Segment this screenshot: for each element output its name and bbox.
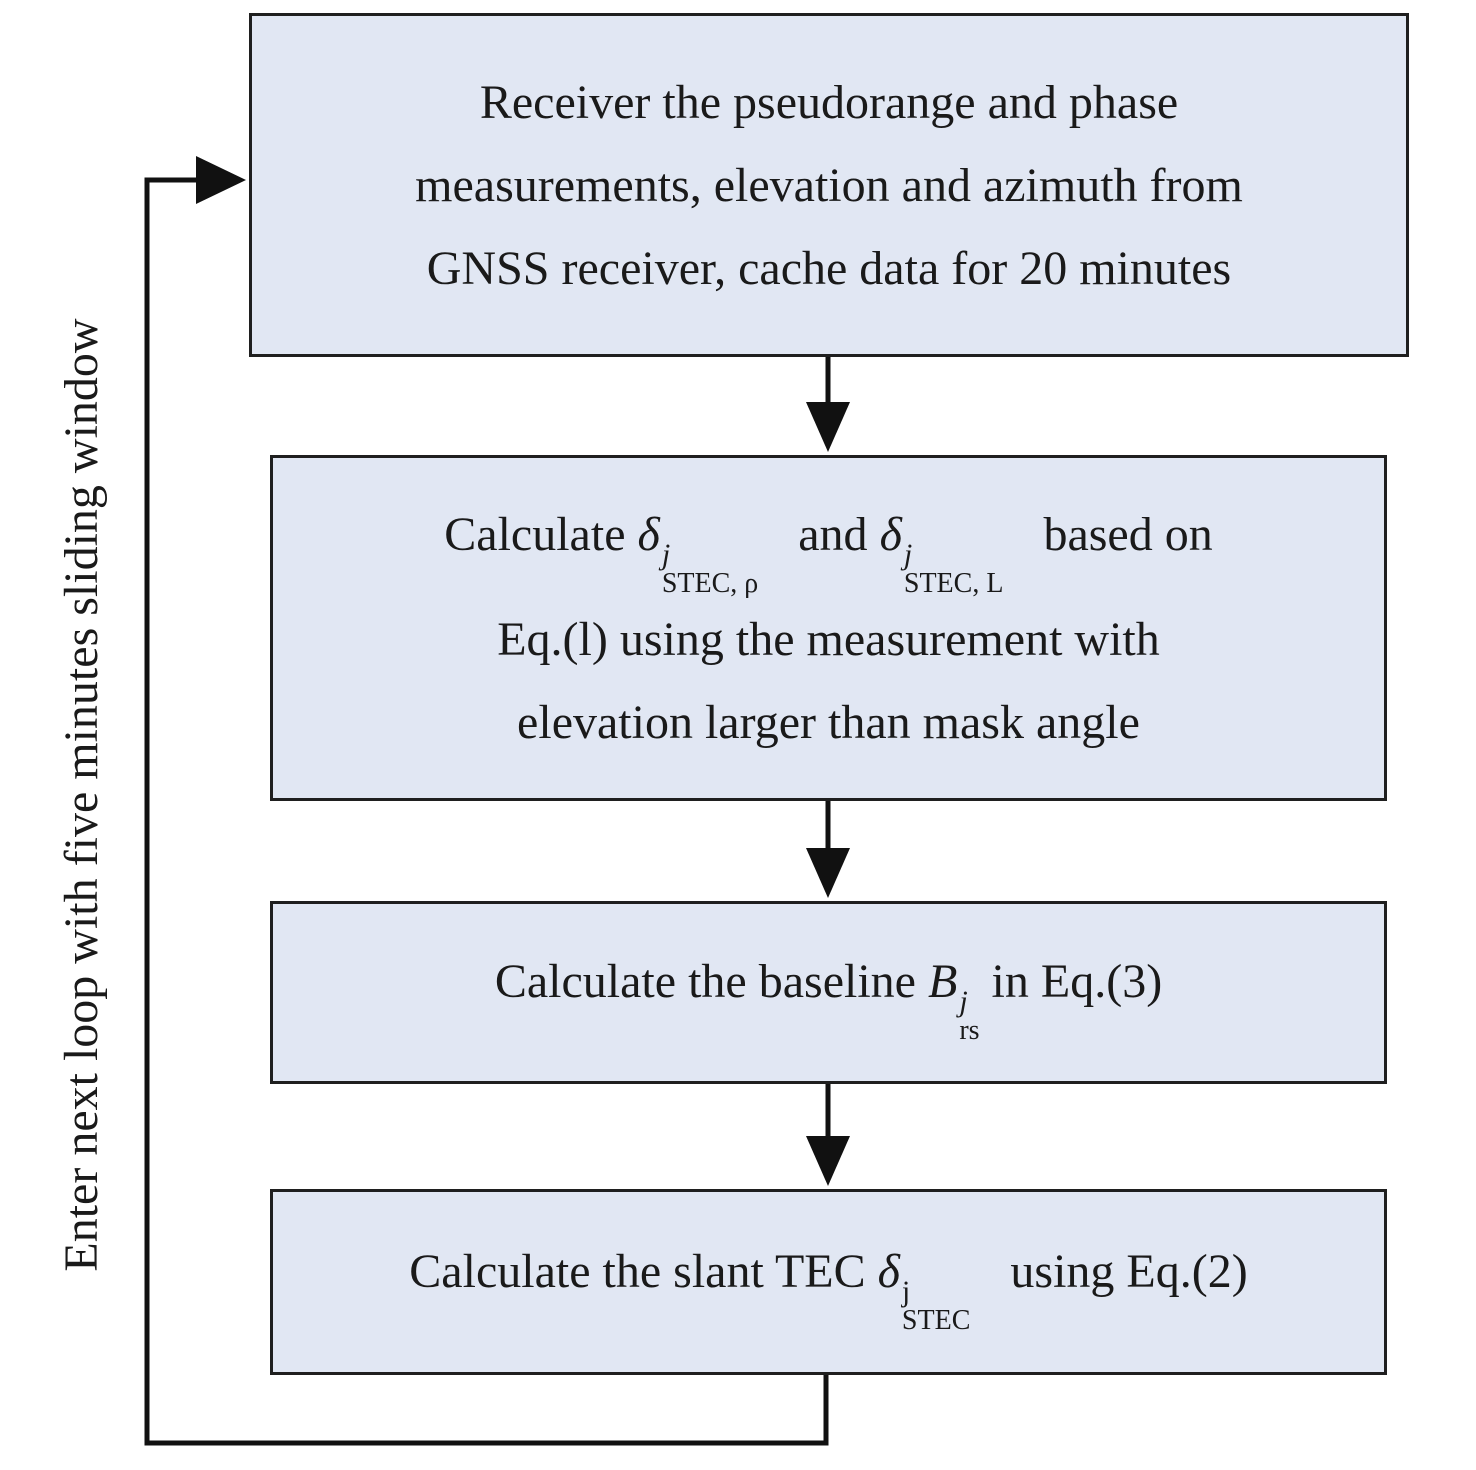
loop-label: Enter next loop with five minutes slidin… <box>55 318 108 1272</box>
arrowhead-down-1 <box>806 402 850 452</box>
arrowhead-right-loop <box>196 156 246 204</box>
step3-pre-text: Calculate the baseline <box>494 955 916 1008</box>
step2-line2: Eq.(l) using the measurement with <box>497 612 1160 666</box>
step2-post-text: based on <box>1043 507 1213 561</box>
loop-back-connector <box>144 177 829 1446</box>
subscript-stec-l: STEC, L <box>903 567 1004 599</box>
step-receive-measurements: Receiver the pseudorange and phase measu… <box>249 13 1409 357</box>
step1-line2: measurements, elevation and azimuth from <box>415 158 1243 212</box>
b-base: B <box>927 955 958 1008</box>
step1-line1: Receiver the pseudorange and phase <box>479 75 1179 129</box>
delta-base: δ <box>637 507 660 561</box>
step3-post-text: in Eq.(3) <box>991 955 1163 1008</box>
step4-post-text: using Eq.(2) <box>1010 1244 1248 1298</box>
arrowhead-down-3 <box>806 1136 850 1186</box>
superscript-j: j <box>661 537 671 571</box>
subscript-stec-rho: STEC, ρ <box>661 567 759 599</box>
step2-mid-text: and <box>798 507 868 561</box>
delta-base: δ <box>877 1244 900 1298</box>
step1-line3: GNSS receiver, cache data for 20 minutes <box>426 241 1232 295</box>
subscript-stec: STEC <box>901 1304 971 1336</box>
superscript-j: j <box>959 985 968 1018</box>
step4-pre-text: Calculate the slant TEC <box>409 1244 866 1298</box>
superscript-j: j <box>901 1274 911 1308</box>
step2-line3: elevation larger than mask angle <box>517 695 1140 749</box>
delta-base: δ <box>879 507 902 561</box>
superscript-j: j <box>903 537 913 571</box>
step2-pre-text: Calculate <box>444 507 626 561</box>
subscript-rs: rs <box>959 1015 980 1046</box>
arrowhead-down-2 <box>806 848 850 898</box>
